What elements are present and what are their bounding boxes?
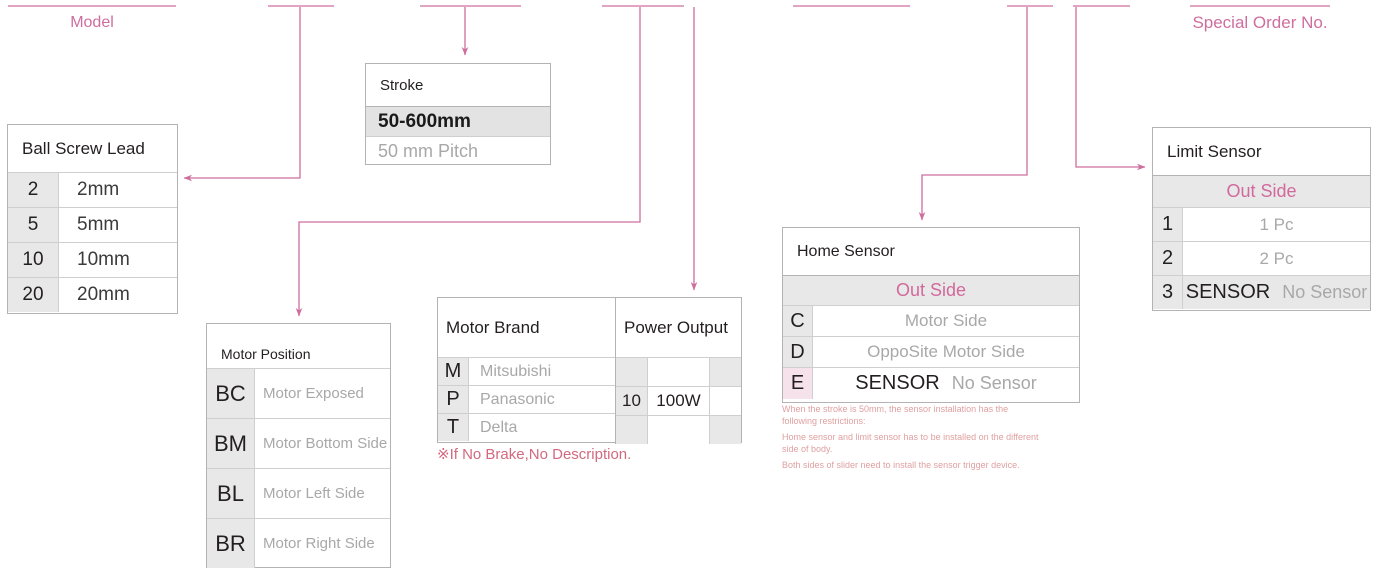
motor-position-title: Motor Position (207, 324, 390, 368)
sensor-label: SENSOR (855, 372, 940, 394)
cell-code: 3 (1153, 276, 1183, 309)
home-sensor-band-label: Out Side (783, 275, 1079, 305)
cell-desc: Motor Right Side (263, 535, 375, 552)
note-line: Both sides of slider need to install the… (782, 460, 1020, 470)
limit-sensor-band-label: Out Side (1153, 175, 1370, 207)
cell-code: BL (207, 469, 255, 518)
cell-code: E (783, 368, 813, 399)
cell-desc: 2 Pc (1259, 248, 1294, 268)
cell-code (616, 416, 648, 444)
cell-desc: Mitsubishi (480, 362, 552, 380)
stroke-range-value[interactable]: 50-600mm (366, 106, 550, 136)
table-row[interactable]: 5 5mm (8, 207, 177, 242)
table-row[interactable]: 10 10mm (8, 242, 177, 277)
cell-desc: 20mm (77, 284, 130, 305)
home-sensor-table: Home Sensor Out Side C Motor Side D Oppo… (782, 227, 1080, 403)
stroke-pitch-value: 50 mm Pitch (366, 136, 550, 165)
table-row[interactable]: 3 SENSOR No Sensor (1153, 275, 1370, 309)
cell-code: 2 (1153, 242, 1183, 275)
cell-desc: SENSOR No Sensor (813, 368, 1079, 399)
table-row[interactable]: 20 20mm (8, 277, 177, 312)
cell-desc: 1 Pc (1259, 214, 1294, 234)
motor-brand-header-row: Motor Brand Power Output (438, 298, 741, 357)
table-row[interactable]: BL Motor Left Side (207, 468, 390, 518)
cell-code: 20 (8, 278, 59, 312)
table-row[interactable]: BR Motor Right Side (207, 518, 390, 568)
no-sensor-label: No Sensor (951, 373, 1037, 393)
cell-code: C (783, 306, 813, 336)
table-row[interactable]: 1 1 Pc (1153, 207, 1370, 241)
table-row[interactable]: 2 2 Pc (1153, 241, 1370, 275)
cell-desc: Motor Exposed (263, 385, 364, 402)
cell-extra (710, 416, 741, 444)
cell-desc: Motor Side (904, 311, 988, 330)
cell-desc: 10mm (77, 249, 130, 270)
cell-code: T (438, 414, 469, 441)
table-row[interactable] (616, 357, 741, 386)
cell-code: 10 (8, 243, 59, 277)
cell-code: M (438, 358, 469, 385)
cell-code: P (438, 386, 469, 413)
table-row[interactable]: D OppoSite Motor Side (783, 336, 1079, 367)
home-sensor-notes: When the stroke is 50mm, the sensor inst… (782, 404, 1042, 477)
cell-desc: 5mm (77, 214, 120, 235)
cell-code: 1 (1153, 208, 1183, 241)
table-row[interactable]: M Mitsubishi (438, 357, 615, 385)
table-row[interactable] (616, 415, 741, 444)
cell-extra (710, 358, 741, 386)
limit-sensor-title: Limit Sensor (1153, 128, 1370, 175)
brake-note: ※If No Brake,No Description. (437, 446, 632, 463)
power-output-title: Power Output (624, 317, 728, 337)
cell-code: 10 (616, 387, 648, 415)
cell-desc: Motor Bottom Side (263, 435, 388, 452)
model-label: Model (70, 14, 114, 31)
motor-brand-body: M Mitsubishi P Panasonic T Delta (438, 357, 741, 444)
cell-desc: 2mm (77, 179, 120, 200)
cell-code (616, 358, 648, 386)
cell-value: 100W (648, 387, 710, 415)
cell-desc: SENSOR No Sensor (1183, 276, 1370, 309)
cell-code: 5 (8, 208, 59, 242)
no-sensor-label: No Sensor (1282, 282, 1368, 302)
cell-code: D (783, 337, 813, 367)
power-output-list: 10 100W (616, 357, 741, 444)
sensor-label: SENSOR (1185, 281, 1271, 303)
table-row[interactable]: BC Motor Exposed (207, 368, 390, 418)
stroke-table: Stroke 50-600mm 50 mm Pitch (365, 63, 551, 165)
table-row[interactable]: 10 100W (616, 386, 741, 415)
ball-screw-lead-table: Ball Screw Lead 2 2mm 5 5mm 10 10mm 20 2… (7, 124, 178, 314)
cell-code: BR (207, 519, 255, 568)
cell-value (648, 358, 710, 386)
table-row[interactable]: C Motor Side (783, 305, 1079, 336)
special-order-label: Special Order No. (1192, 13, 1328, 32)
limit-sensor-table: Limit Sensor Out Side 1 1 Pc 2 2 Pc 3 SE… (1152, 127, 1371, 311)
cell-code: 2 (8, 173, 59, 207)
home-sensor-title: Home Sensor (783, 228, 1079, 275)
table-row[interactable]: E SENSOR No Sensor (783, 367, 1079, 399)
cell-desc: Panasonic (480, 390, 555, 408)
table-row[interactable]: BM Motor Bottom Side (207, 418, 390, 468)
note-line: When the stroke is 50mm, the sensor inst… (782, 404, 1009, 426)
cell-code: BM (207, 419, 255, 468)
cell-value (648, 416, 710, 444)
motor-position-table: Motor Position BC Motor Exposed BM Motor… (206, 323, 391, 568)
table-row[interactable]: T Delta (438, 413, 615, 441)
motor-brand-list: M Mitsubishi P Panasonic T Delta (438, 357, 616, 444)
note-line: Home sensor and limit sensor has to be i… (782, 432, 1039, 454)
cell-desc: Motor Left Side (263, 485, 365, 502)
motor-brand-power-output-table: Motor Brand Power Output M Mitsubishi P … (437, 297, 742, 444)
table-row[interactable]: P Panasonic (438, 385, 615, 413)
stroke-title: Stroke (366, 64, 550, 106)
table-row[interactable]: 2 2mm (8, 172, 177, 207)
cell-desc: Delta (480, 418, 518, 436)
motor-brand-title: Motor Brand (438, 298, 616, 357)
ball-screw-lead-title: Ball Screw Lead (8, 125, 177, 172)
cell-extra (710, 387, 741, 415)
cell-code: BC (207, 369, 255, 418)
cell-desc: OppoSite Motor Side (867, 342, 1025, 361)
